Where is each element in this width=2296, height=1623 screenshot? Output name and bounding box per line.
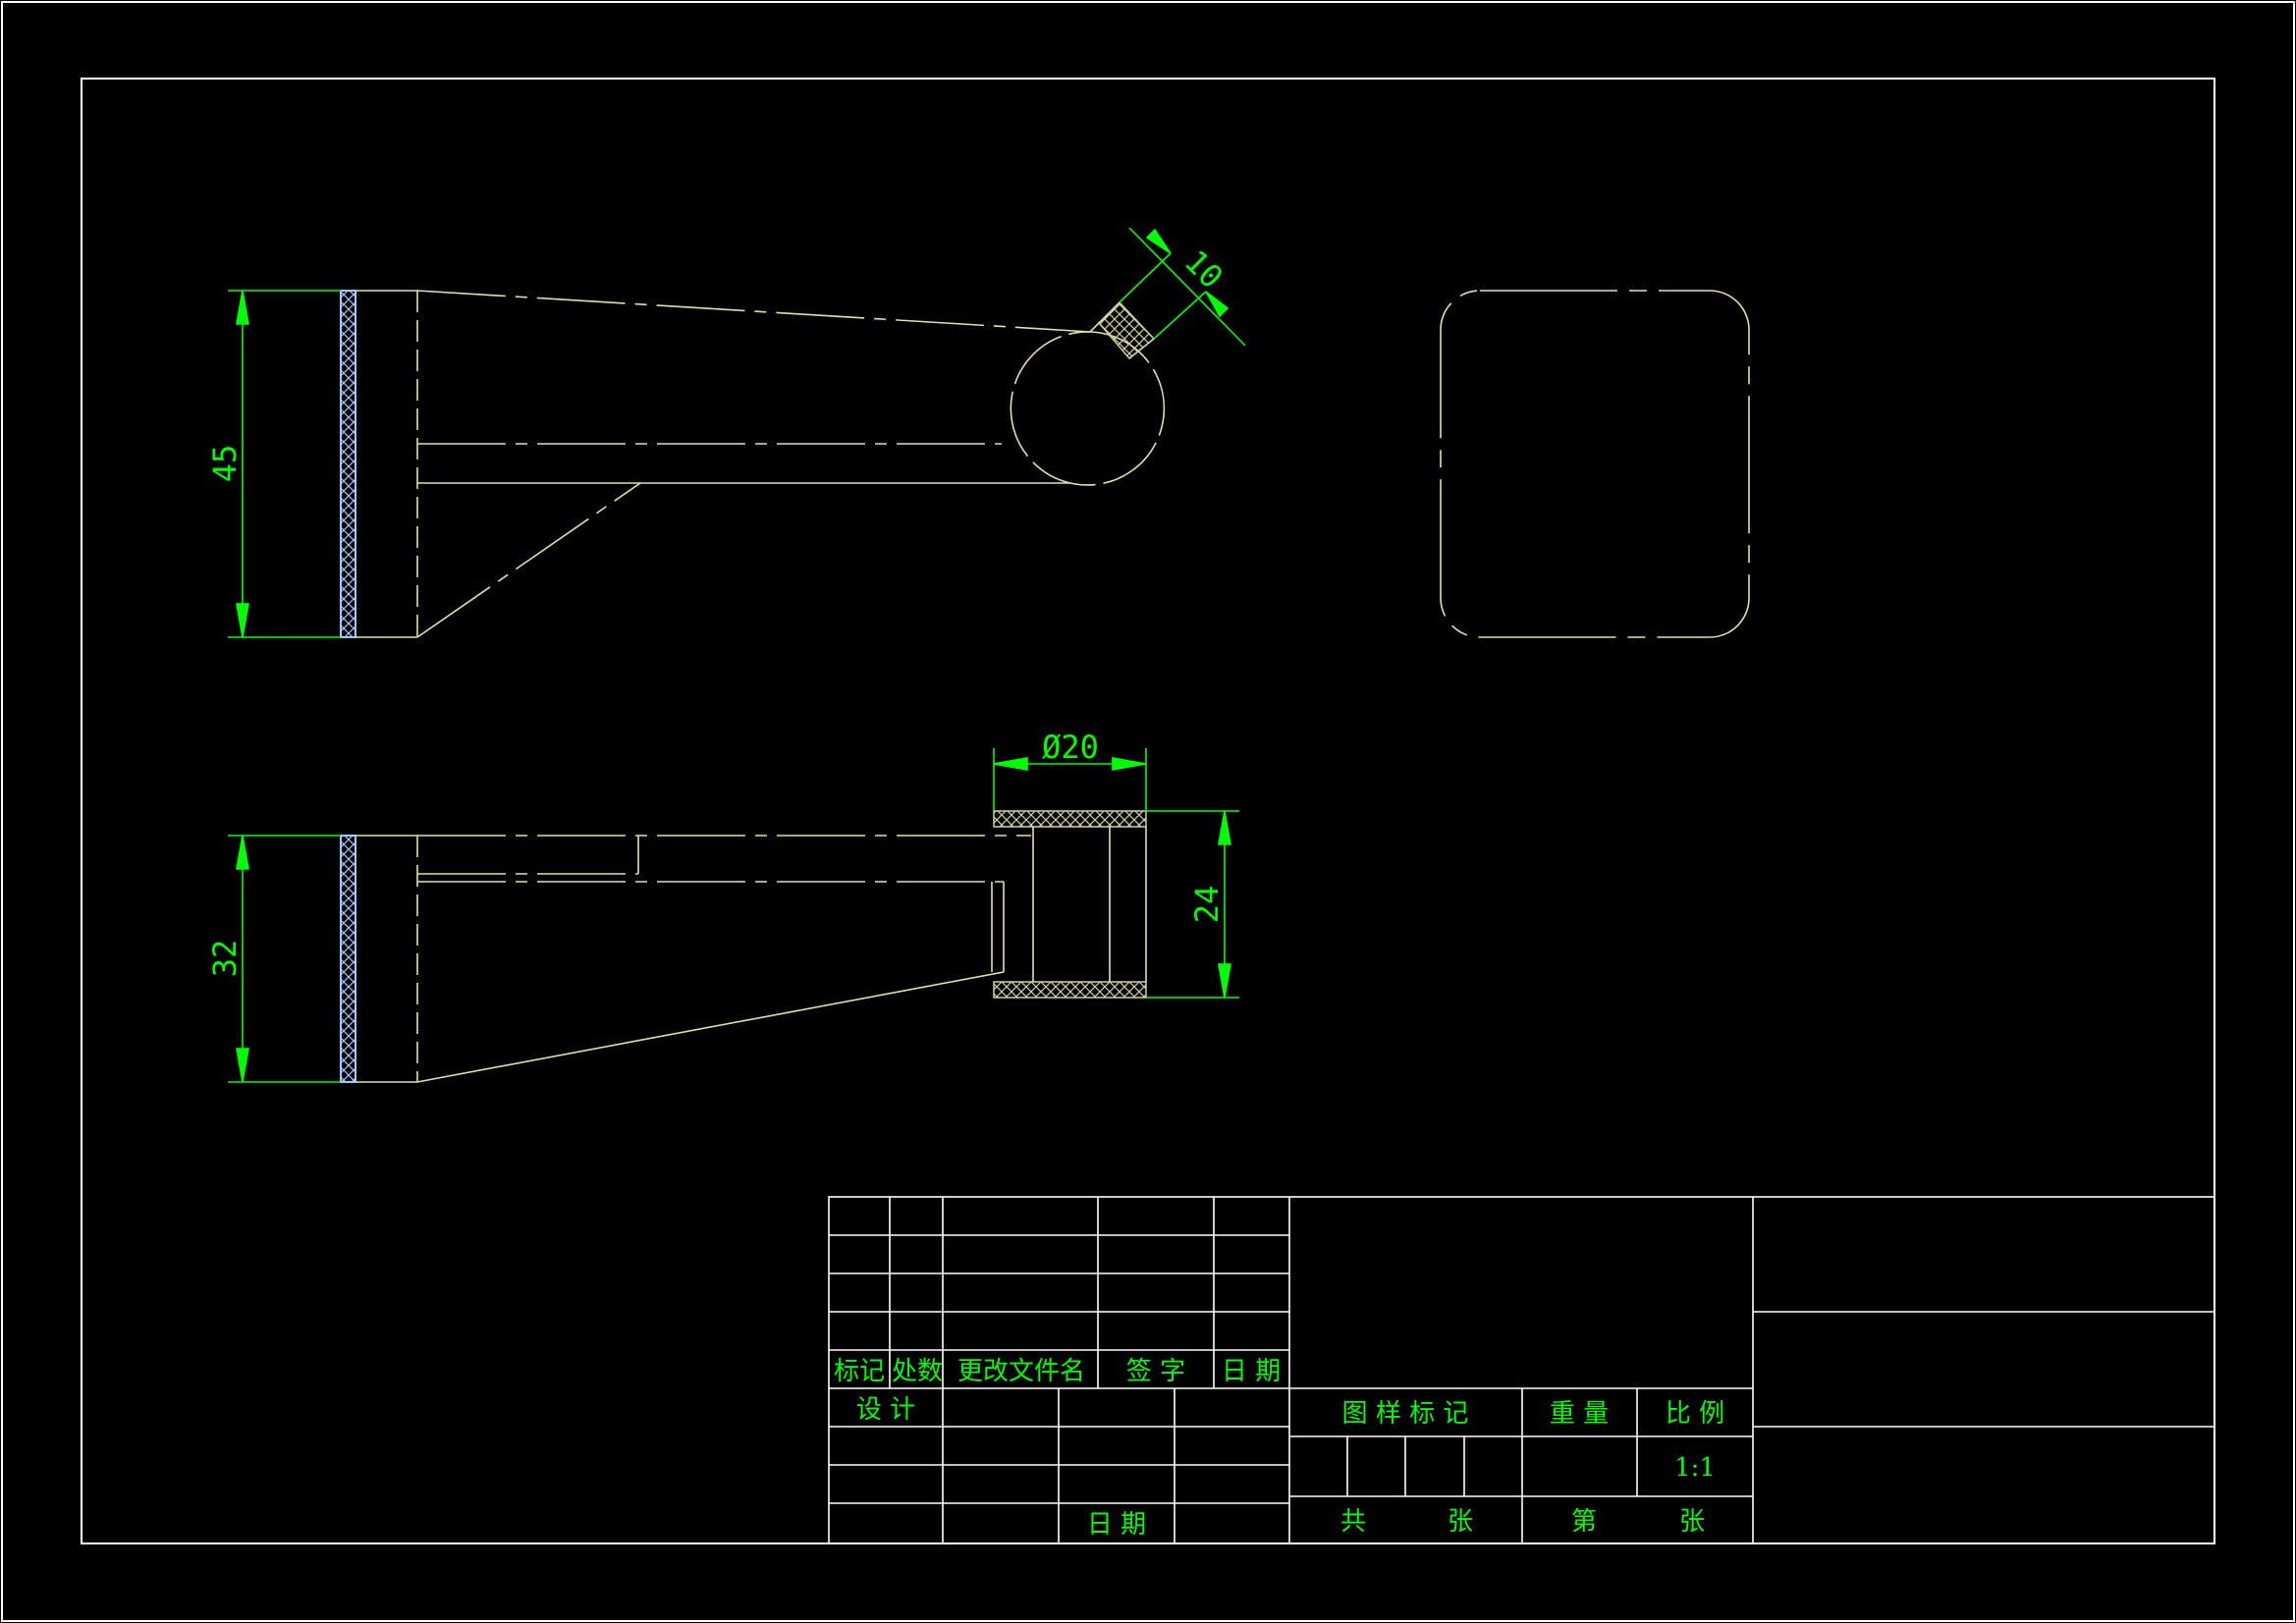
side-view (1440, 290, 1750, 638)
bottom-view-ring-bottom-hatch (993, 981, 1147, 999)
tb-total-label: 共 (1340, 1507, 1366, 1537)
tb-sheet-no-label: 第 (1571, 1507, 1597, 1537)
top-view (340, 290, 1166, 638)
dim-label-24: 24 (1188, 886, 1226, 924)
dim-bottom-height (228, 835, 341, 1083)
tb-sheets-current-label: 张 (1679, 1507, 1705, 1537)
dim-label-45: 45 (206, 445, 244, 483)
bottom-view-ring-top-hatch (993, 810, 1147, 828)
side-view-outline (1440, 290, 1750, 638)
tb-date-bottom-label: 日 期 (1087, 1510, 1146, 1540)
tb-sign-label: 签 字 (1126, 1357, 1185, 1386)
tb-sheets-total-label: 张 (1448, 1507, 1473, 1537)
dim-label-32: 32 (206, 940, 244, 978)
top-view-neck-hatch (1098, 300, 1156, 360)
bottom-view-flange-hatch (340, 835, 356, 1083)
tb-mark-label: 标记 (834, 1357, 885, 1386)
dim-top-height (228, 290, 341, 638)
dim-ring-height (1146, 810, 1239, 999)
title-block (828, 1196, 2215, 1544)
tb-scale-value: 1:1 (1674, 1453, 1716, 1483)
top-view-ring (1010, 331, 1166, 486)
bottom-view (340, 810, 1147, 1083)
tb-count-label: 处数 (892, 1357, 943, 1386)
dim-neck-width (1119, 227, 1246, 347)
tb-scale-label: 比 例 (1666, 1399, 1724, 1429)
top-view-flange-hatch (340, 290, 356, 638)
tb-doc-label: 更改文件名 (957, 1357, 1085, 1386)
dim-ring-diameter (993, 748, 1147, 811)
tb-weight-label: 重 量 (1550, 1399, 1609, 1429)
tb-date-label: 日 期 (1222, 1357, 1281, 1386)
tb-design-label: 设 计 (856, 1395, 915, 1425)
dim-label-dia20: Ø20 (1042, 729, 1099, 766)
dim-label-10: 10 (1177, 243, 1230, 296)
tb-drawing-mark-label: 图 样 标 记 (1342, 1399, 1469, 1429)
